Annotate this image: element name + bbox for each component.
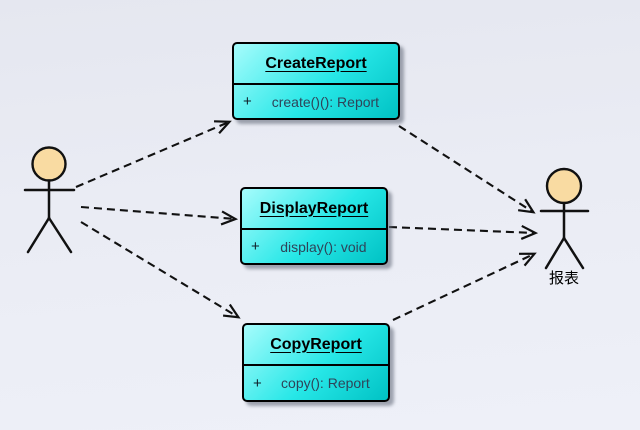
actor-report-head (545, 167, 583, 205)
actor-user[interactable] (23, 146, 76, 254)
class-createreport-name: CreateReport (234, 44, 398, 85)
class-createreport-method-row: + create()(): Report (234, 85, 398, 118)
visibility-plus: + (251, 238, 260, 255)
class-createreport-method: create()(): Report (271, 93, 380, 110)
class-copyreport-method: copy(): Report (281, 375, 370, 391)
class-displayreport-name: DisplayReport (242, 189, 386, 230)
actor-user-left-leg (26, 216, 51, 254)
class-copyreport-method-row: + copy(): Report (244, 366, 388, 400)
visibility-plus: + (253, 374, 262, 392)
class-displayreport-method: display(): void (280, 238, 367, 255)
actor-report-left-leg (544, 236, 566, 270)
visibility-plus: + (243, 93, 252, 110)
edge-displayreport-to-report-actor (388, 224, 539, 240)
class-displayreport[interactable]: DisplayReport + display(): void (240, 187, 388, 265)
edge-createreport-to-report-actor (398, 125, 536, 214)
edge-copyreport-to-report-actor (392, 252, 537, 321)
actor-report-right-leg (562, 236, 585, 270)
class-createreport[interactable]: CreateReport + create()(): Report (232, 42, 400, 120)
class-displayreport-method-row: + display(): void (242, 230, 386, 263)
actor-report[interactable]: 报表 (539, 167, 590, 287)
edge-actor-to-createreport (75, 120, 232, 188)
actor-report-label: 报表 (549, 270, 579, 287)
class-copyreport-name: CopyReport (244, 325, 388, 366)
actor-user-head (31, 146, 67, 182)
actor-user-right-leg (47, 216, 73, 254)
edge-actor-to-displayreport (80, 205, 239, 226)
class-copyreport[interactable]: CopyReport + copy(): Report (242, 323, 390, 402)
edge-actor-to-copyreport (80, 221, 241, 319)
